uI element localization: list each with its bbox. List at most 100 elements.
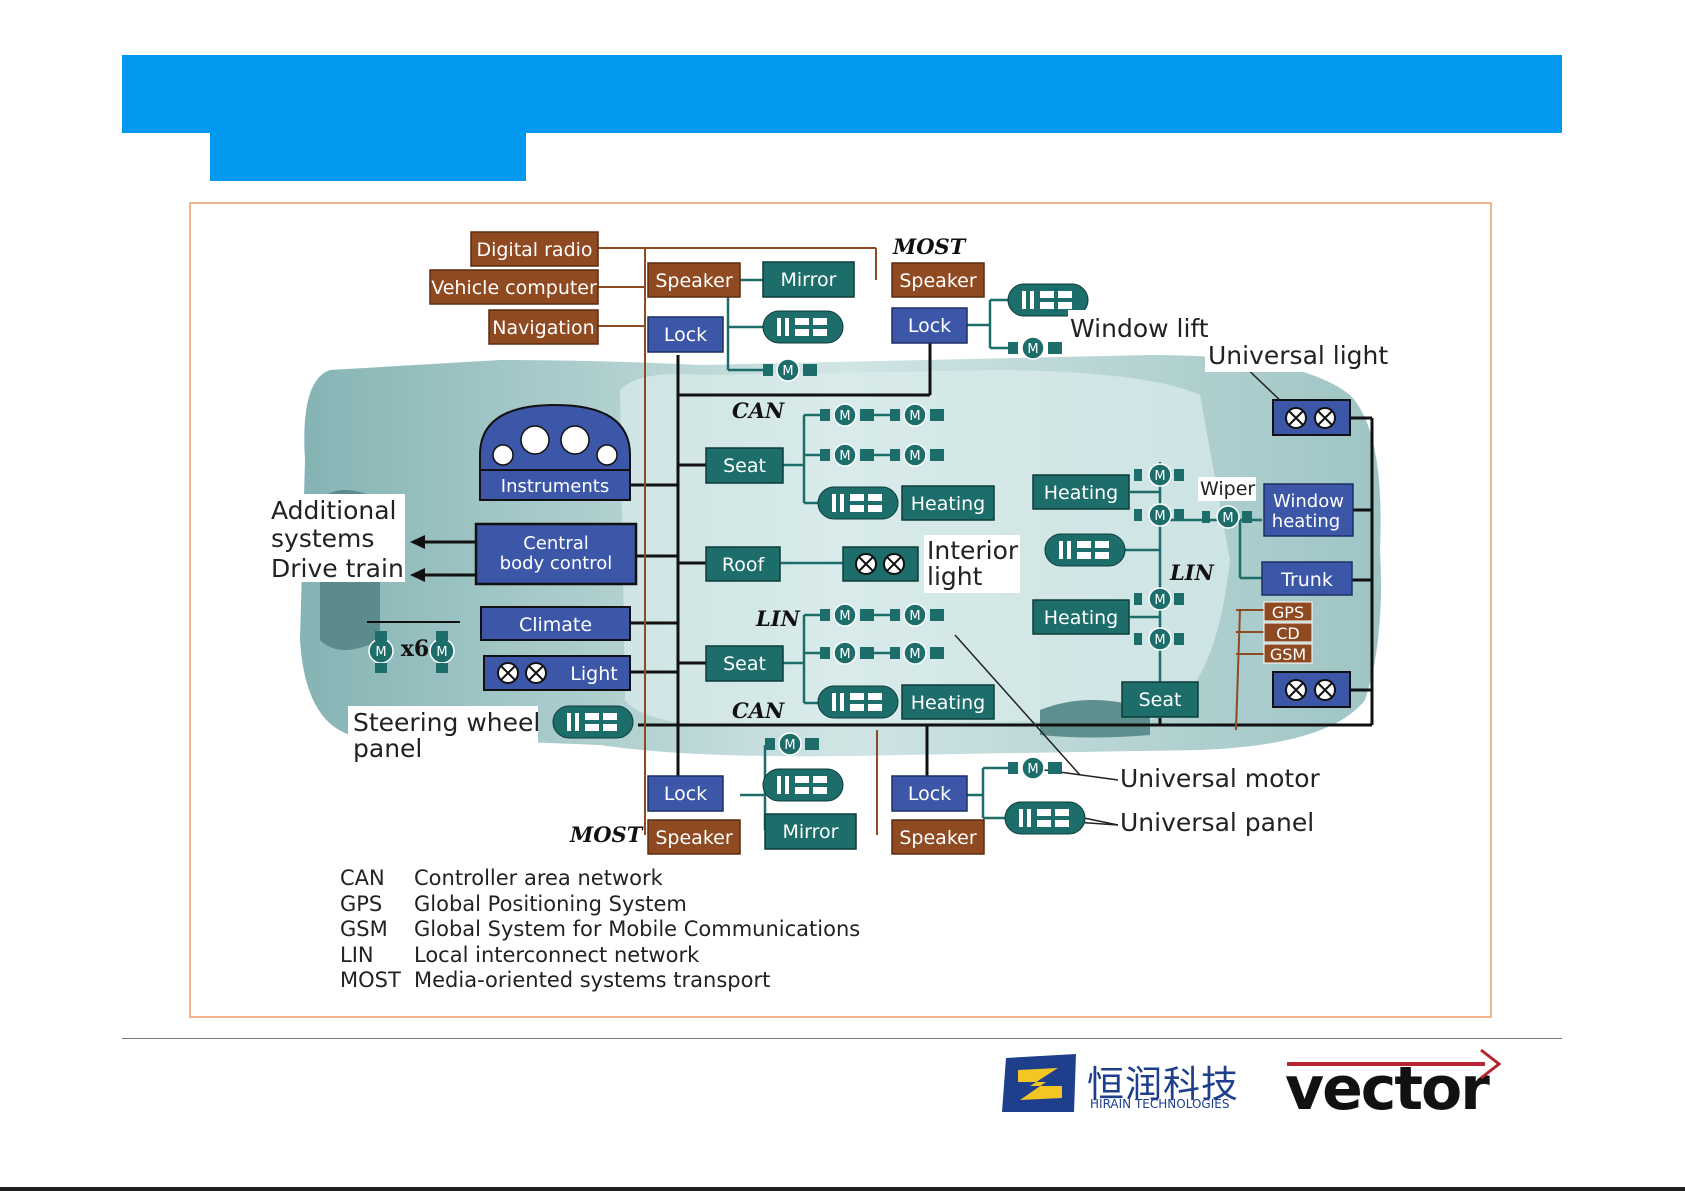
can-label-top: CAN [732,398,785,423]
lock-label: Lock [664,324,707,346]
steering-wheel-label-line1: Steering wheel [353,708,540,737]
navigation-label: Navigation [492,317,594,339]
hirain-logo: 恒润科技 HIRAIN TECHNOLOGIES [1000,1052,1240,1117]
legend-abbr: MOST [340,968,401,992]
svg-text:M: M [1154,509,1165,524]
vehicle-computer-node: Vehicle computer [429,269,599,305]
svg-text:M: M [436,645,447,660]
trunk-node: Trunk [1261,561,1353,596]
motor-icon: M [1008,756,1062,780]
svg-text:M: M [909,609,920,624]
motor-icon: M [765,732,819,756]
most-label-bottom: MOST [569,822,644,847]
mirror-label: Mirror [781,269,837,291]
lock-label: Lock [908,315,951,337]
central-label-line1: Central [523,533,589,554]
universal-light-node-top [1272,399,1351,436]
can-bus-lines [630,342,1374,790]
central-body-control-node: Central body control [474,522,638,586]
motor-icon: M [1134,503,1184,527]
heating-label: Heating [1044,607,1118,629]
legend-abbr: CAN [340,866,385,890]
output-arrows [410,535,476,582]
hirain-english-name: HIRAIN TECHNOLOGIES [1090,1097,1230,1111]
legend-text: Controller area network [414,866,663,890]
legend-abbr: LIN [340,942,374,967]
svg-text:M: M [1154,633,1165,648]
motor-icon: M [890,603,944,627]
gps-node: GPS [1263,601,1313,622]
gsm-node: GSM [1263,643,1313,664]
additional-systems-label-line1: Additional [271,496,397,525]
subtitle-banner [210,133,526,181]
trunk-label: Trunk [1280,569,1333,591]
climate-label: Climate [519,614,592,636]
instruments-node: Instruments [479,403,631,501]
drive-train-label: Drive train [271,554,404,583]
svg-text:M: M [1027,762,1038,777]
navigation-node: Navigation [488,309,599,345]
seat-node-rear: Seat [1121,681,1199,718]
footer-divider [122,1038,1562,1039]
window-heating-label-line2: heating [1272,511,1340,532]
universal-panel-icon [552,705,634,739]
motor-icon: M [820,603,874,627]
universal-panel-icon [1044,533,1126,567]
svg-text:M: M [909,449,920,464]
lock-node-rear-left: Lock [647,775,724,812]
bus-labels: MOST MOST CAN CAN LIN LIN [569,234,1215,847]
motor-icon: M [820,403,874,427]
speaker-label: Speaker [899,827,976,849]
most-label-top: MOST [892,234,967,259]
universal-light-node-bottom [1272,671,1351,708]
speaker-label: Speaker [655,827,732,849]
motor-icon-steering: M [368,631,394,673]
heating-node-rear-bottom: Heating [1032,599,1130,635]
svg-text:M: M [909,647,920,662]
most-node-group: Digital radio Vehicle computer Navigatio… [429,231,1313,855]
motor-icon: M [1134,463,1184,487]
motor-icon: M [763,358,817,382]
digital-radio-node: Digital radio [470,231,599,267]
seat-node-front: Seat [705,447,784,484]
x6-label: x6 [401,636,429,662]
svg-text:M: M [1222,511,1233,526]
lock-node-rear-right: Lock [891,775,968,812]
motor-icon: M [820,443,874,467]
steering-wheel-label-line2: panel [353,734,422,763]
universal-panel-icon [1007,283,1089,317]
heating-label: Heating [911,493,985,515]
mirror-node-front: Mirror [762,261,855,298]
universal-panel-icon [817,486,899,520]
lin-label-right: LIN [1169,560,1215,585]
lock-node-front-left: Lock [647,316,724,353]
motor-icon: M [1008,336,1062,360]
cd-label: CD [1276,624,1300,643]
motor-icon: M [890,403,944,427]
figure-frame [189,202,1492,1018]
interior-light-label-line2: light [927,562,983,591]
legend-abbr: GSM [340,917,388,941]
lock-label: Lock [664,783,707,805]
digital-radio-label: Digital radio [476,239,592,261]
lock-label: Lock [908,783,951,805]
motor-icon: M [1134,627,1184,651]
mirror-label: Mirror [783,821,839,843]
can-node-group: Lock Lock Lock Lock Instruments Central … [474,307,1354,812]
most-bus-lines [598,247,1265,835]
light-node: Light [483,655,631,691]
lin-node-group: Mirror Mirror Seat Seat Seat Roof Heatin… [705,261,1199,850]
seat-label: Seat [723,455,766,477]
svg-text:M: M [1154,469,1165,484]
seat-label: Seat [1139,689,1182,711]
legend-row: CAN Controller area network [340,866,860,892]
heating-node-middle: Heating [901,684,995,720]
lock-node-front-right: Lock [891,307,968,344]
svg-text:M: M [909,409,920,424]
motor-group: M M M M M M M M M M M M M M M M M M M [368,336,1252,780]
motor-icon: M [1134,587,1184,611]
svg-text:M: M [839,449,850,464]
vector-logo: vector [1285,1046,1505,1124]
